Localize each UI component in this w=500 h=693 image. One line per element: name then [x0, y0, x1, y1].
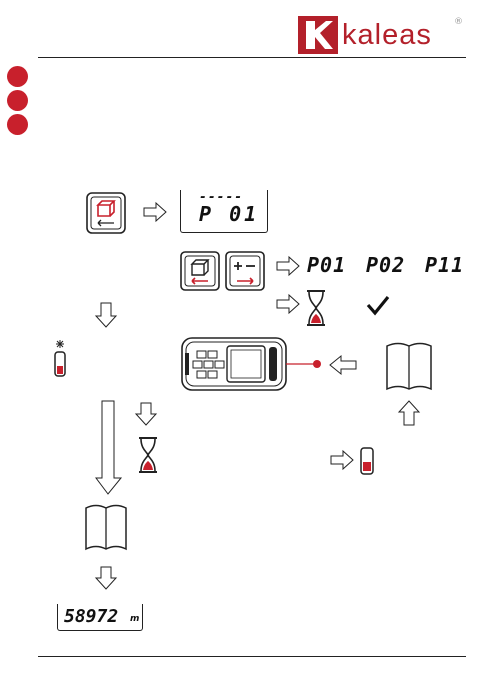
- lcd-display-preset: ----- P 01: [180, 190, 268, 233]
- arrow-down-icon: [95, 302, 117, 328]
- checkmark-icon: [367, 295, 389, 315]
- arrow-right-icon: [143, 202, 167, 222]
- registered-mark: ®: [454, 17, 463, 27]
- header-rule: [38, 57, 466, 58]
- hourglass-icon: [305, 290, 327, 326]
- arrow-down-icon: [135, 402, 157, 426]
- step-bullet-1: [7, 66, 28, 87]
- lcd-display-measurement: 58972 m: [57, 604, 143, 631]
- book-icon: [83, 502, 129, 552]
- arrow-right-icon: [330, 450, 354, 470]
- arrow-left-icon: [329, 355, 357, 375]
- arrow-up-icon: [398, 400, 420, 426]
- preset-p11: P11: [425, 253, 464, 277]
- hourglass-icon: [137, 437, 159, 473]
- arrow-down-icon: [95, 400, 123, 496]
- laser-distance-meter-icon: [181, 337, 287, 391]
- book-icon: [383, 340, 435, 392]
- brand-name: kaleas: [342, 19, 432, 52]
- plus-minus-key-icon: [225, 251, 265, 291]
- laser-beam: [286, 358, 322, 370]
- preset-p02: P02: [366, 253, 405, 277]
- arrow-right-icon: [276, 294, 300, 314]
- measurement-unit: m: [130, 614, 139, 624]
- step-bullet-2: [7, 90, 28, 111]
- kaleas-k-logo-icon: [298, 16, 338, 54]
- measurement-value: 58972: [64, 606, 118, 627]
- step-bullet-3: [7, 114, 28, 135]
- arrow-down-icon: [95, 566, 117, 590]
- display-preset-value: P 01: [199, 202, 259, 226]
- arrow-right-icon: [276, 256, 300, 276]
- laser-pointer-icon: [52, 340, 68, 378]
- battery-icon: [360, 447, 374, 475]
- area-key-icon: [86, 192, 126, 234]
- footer-rule: [38, 656, 466, 657]
- preset-p01: P01: [307, 253, 346, 277]
- volume-key-icon: [180, 251, 220, 291]
